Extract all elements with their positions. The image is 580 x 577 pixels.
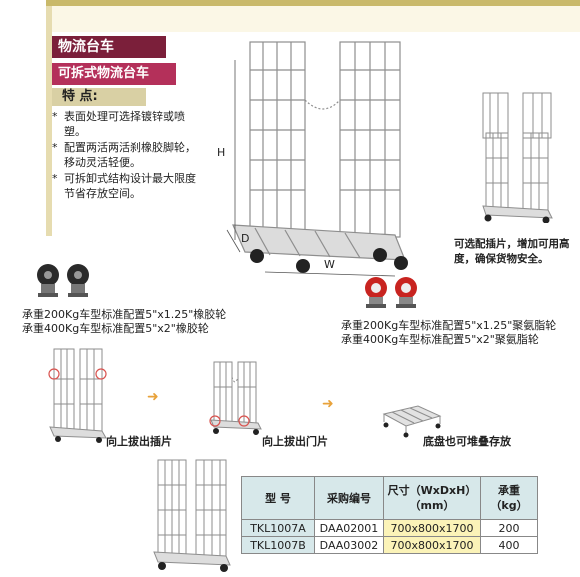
col-header-size: 尺寸（WxDxH） （mm） xyxy=(383,476,481,520)
top-accent-bar xyxy=(46,0,580,6)
features-list: 表面处理可选择镀锌或喷塑。 配置两活两活刹橡胶脚轮，移动灵活轻便。 可拆卸式结构… xyxy=(50,110,200,203)
cell-size: 700x800x1700 xyxy=(383,536,481,554)
step2-trolley-image xyxy=(209,361,262,435)
pu-wheels-image xyxy=(365,277,417,308)
step3-caption: 底盘也可堆叠存放 xyxy=(423,435,511,448)
cell-model: TKL1007A xyxy=(241,519,315,537)
sidebar-strip xyxy=(46,6,52,236)
insert-caption: 可选配插片，增加可用高度，确保货物安全。 xyxy=(454,238,570,265)
feature-item: 可拆卸式结构设计最大限度节省存放空间。 xyxy=(50,172,200,201)
dim-h-label: H xyxy=(217,146,226,159)
bottom-trolley-image xyxy=(153,459,231,572)
step3-base-image xyxy=(382,405,442,438)
dim-w-label: W xyxy=(324,258,335,271)
rubber-caption-2: 承重400Kg车型标准配置5"x2"橡胶轮 xyxy=(22,322,209,335)
cell-code: DAA03002 xyxy=(314,536,384,554)
feature-item: 配置两活两活刹橡胶脚轮，移动灵活轻便。 xyxy=(50,141,200,170)
arrow-icon: ➜ xyxy=(322,396,334,412)
spec-table: 型 号 采购编号 尺寸（WxDxH） （mm） 承重 （kg） TKL1007A… xyxy=(241,476,538,554)
main-trolley-image xyxy=(226,41,408,277)
features-heading: 特 点: xyxy=(52,88,146,106)
cell-model: TKL1007B xyxy=(241,536,315,554)
pu-caption-1: 承重200Kg车型标准配置5"x1.25"聚氨脂轮 xyxy=(341,319,557,332)
pu-caption-2: 承重400Kg车型标准配置5"x2"聚氨脂轮 xyxy=(341,333,539,346)
table-header-row: 型 号 采购编号 尺寸（WxDxH） （mm） 承重 （kg） xyxy=(241,476,538,520)
table-row: TKL1007A DAA02001 700x800x1700 200 xyxy=(241,519,538,537)
col-header-load: 承重 （kg） xyxy=(480,476,538,520)
step1-trolley-image xyxy=(48,348,107,443)
category-title: 物流台车 xyxy=(52,36,166,58)
feature-item: 表面处理可选择镀锌或喷塑。 xyxy=(50,110,200,139)
rubber-caption-1: 承重200Kg车型标准配置5"x1.25"橡胶轮 xyxy=(22,308,227,321)
cell-code: DAA02001 xyxy=(314,519,384,537)
header-band xyxy=(46,6,580,32)
trolley-with-inserts-image xyxy=(482,92,553,223)
product-title: 可拆式物流台车 xyxy=(52,63,176,85)
col-header-code: 采购编号 xyxy=(314,476,384,520)
col-header-model: 型 号 xyxy=(241,476,315,520)
step2-caption: 向上拔出门片 xyxy=(262,435,328,448)
cell-load: 400 xyxy=(480,536,538,554)
rubber-wheels-image xyxy=(37,264,89,297)
cell-load: 200 xyxy=(480,519,538,537)
step1-caption: 向上拔出插片 xyxy=(106,435,172,448)
cell-size: 700x800x1700 xyxy=(383,519,481,537)
table-row: TKL1007B DAA03002 700x800x1700 400 xyxy=(241,536,538,554)
arrow-icon: ➜ xyxy=(147,389,159,405)
dim-d-label: D xyxy=(241,232,250,245)
